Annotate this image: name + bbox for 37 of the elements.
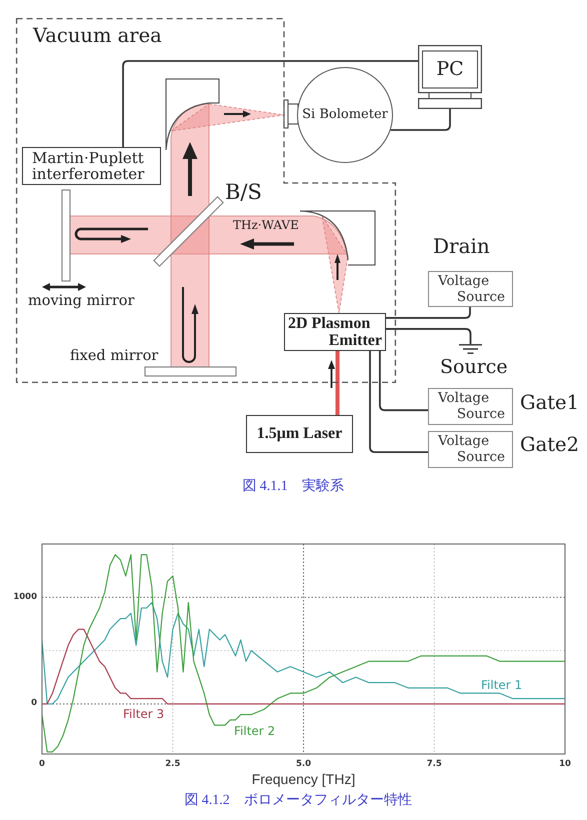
wire	[390, 109, 451, 131]
component-box: 2D Plasmon Emitter	[284, 313, 386, 351]
wire	[378, 351, 428, 412]
screen-label: PC	[436, 60, 464, 79]
terminal-label: Gate1	[520, 393, 579, 412]
wire	[386, 307, 471, 319]
part-label: fixed mirror	[70, 349, 158, 364]
tick-label: 0	[39, 760, 45, 768]
detector-circle: Si Bolometer	[297, 67, 393, 163]
terminal-label: Source	[440, 358, 508, 377]
figure-caption: 図 4.1.2 ボロメータフィルター特性	[184, 794, 412, 808]
voltage-source-box: Voltage Source	[428, 271, 513, 307]
wire	[369, 351, 428, 453]
ground-symbol	[459, 344, 482, 354]
voltage-source-box: Voltage Source	[428, 431, 513, 468]
axis-title: Frequency [THz]	[252, 772, 356, 786]
series-label: Filter 3	[123, 708, 164, 720]
component-box: 1.5μm Laser	[246, 415, 353, 453]
tick-label: 1000	[13, 592, 37, 602]
laser-beam	[335, 351, 340, 415]
series-label: Filter 2	[234, 725, 276, 737]
tick-label: 7.5	[426, 760, 442, 768]
tick-label: 10	[559, 760, 571, 768]
tick-label: 0	[31, 699, 37, 708]
part-label: moving mirror	[28, 294, 134, 308]
region-title: Vacuum area	[33, 26, 162, 46]
figure-caption: 図 4.1.1 実験系	[242, 480, 344, 494]
tick-label: 2.5	[165, 760, 180, 768]
wire	[122, 60, 418, 147]
series-label: Filter 1	[481, 679, 522, 691]
tick-label: 5.0	[296, 760, 312, 768]
terminal-label: Drain	[433, 236, 490, 256]
beam-label: THz·WAVE	[233, 219, 299, 231]
terminal-label: Gate2	[520, 435, 579, 454]
component-box: Martin·Puplett interferometer	[22, 147, 161, 185]
part-label: B/S	[225, 182, 262, 203]
voltage-source-box: Voltage Source	[428, 388, 513, 425]
